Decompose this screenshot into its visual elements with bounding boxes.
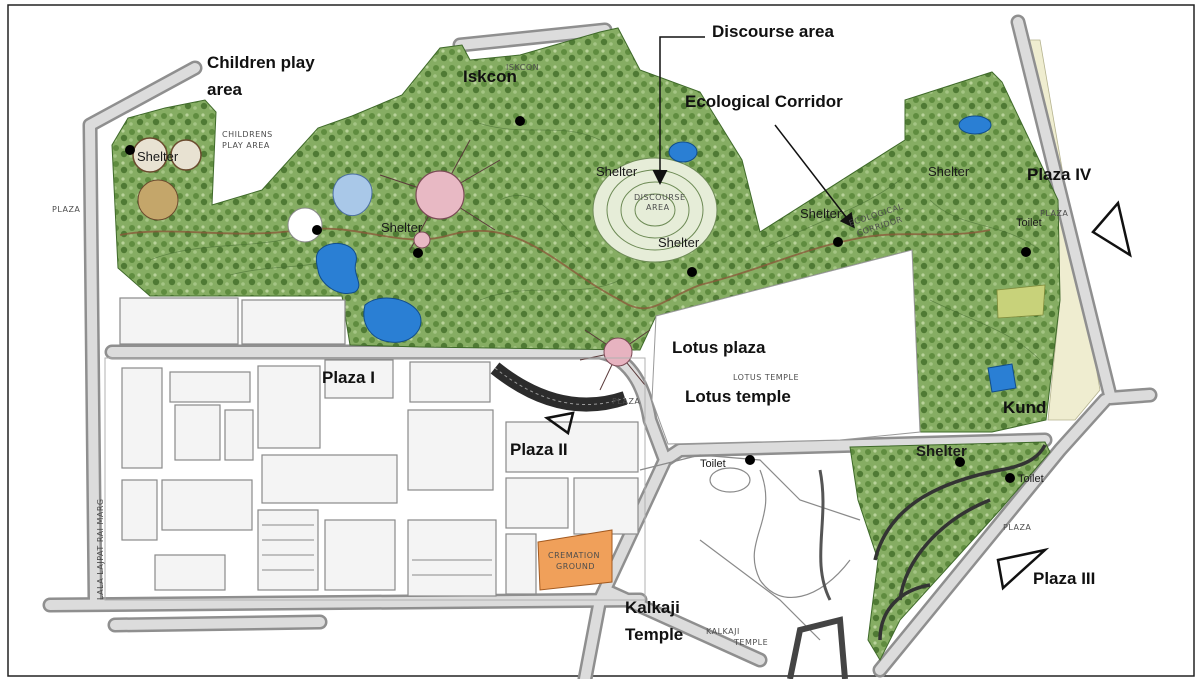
anno-childrens-play-area: CHILDRENS — [222, 130, 273, 139]
toilet-label: Toilet — [1016, 217, 1042, 229]
label-kalkaji-temple: Kalkaji — [625, 598, 680, 617]
label-plaza-iii: Plaza III — [1033, 569, 1095, 588]
anno-discourse-area: DISCOURSE — [634, 193, 686, 202]
shelter-label: Shelter — [800, 206, 842, 221]
shelter-label: Shelter — [658, 235, 700, 250]
toilet-label: Toilet — [700, 458, 726, 470]
urban-block-buildings — [104, 297, 646, 601]
iskcon-plaza — [287, 139, 501, 251]
anno-kalkaji-temple: TEMPLE — [733, 638, 768, 647]
park-green-area — [111, 27, 1061, 433]
shelter-labels: Shelter Shelter Shelter Shelter Shelter … — [137, 149, 970, 460]
open-lawn-patch — [996, 284, 1046, 319]
marker-dot — [745, 455, 755, 465]
anno-road-west: LALA LAJPAT RAI MARG — [96, 498, 105, 600]
pond-east — [958, 115, 992, 135]
label-kalkaji-temple: Temple — [625, 625, 683, 644]
marker-dot — [833, 237, 843, 247]
marker-dot — [312, 225, 322, 235]
marker-dot — [515, 116, 525, 126]
toilet-labels: Toilet Toilet Toilet — [700, 217, 1044, 485]
anno-iskcon: ISKCON — [506, 63, 539, 72]
park-green-area-south — [849, 441, 1051, 662]
label-plaza-ii: Plaza II — [510, 440, 568, 459]
shelter-label: Shelter — [381, 220, 423, 235]
anno-plaza: PLAZA — [1040, 209, 1068, 218]
label-children-play-area: area — [207, 80, 243, 99]
anno-kalkaji-temple: KALKAJI — [706, 627, 740, 636]
anno-discourse-area: AREA — [646, 203, 670, 212]
cremation-ground — [537, 529, 613, 591]
water-bodies — [315, 115, 1017, 393]
label-kund: Kund — [1003, 398, 1046, 417]
kund-pond — [987, 363, 1017, 393]
anno-cremation-ground: GROUND — [556, 562, 595, 571]
label-iskcon: Iskcon — [463, 67, 517, 86]
plaza-iii-triangle-icon — [996, 547, 1050, 591]
anno-plaza: PLAZA — [1003, 523, 1031, 532]
toilet-label: Toilet — [1018, 473, 1044, 485]
ecological-corridor-pointer-arrow — [774, 124, 855, 229]
label-lotus-plaza: Lotus plaza — [672, 338, 766, 357]
label-discourse-area: Discourse area — [712, 22, 834, 41]
plaza-iv-triangle-icon — [1091, 200, 1132, 258]
anno-cremation-ground: CREMATION — [548, 551, 600, 560]
anno-childrens-play-area: PLAY AREA — [222, 141, 270, 150]
pond-discourse — [668, 141, 698, 163]
marker-dot — [955, 457, 965, 467]
shelter-label: Shelter — [596, 164, 638, 179]
anno-lotus-temple: LOTUS TEMPLE — [733, 373, 799, 382]
label-children-play-area: Children play — [207, 53, 315, 72]
marker-dot — [1005, 473, 1015, 483]
location-markers — [125, 116, 1031, 483]
children-play-features — [132, 137, 202, 221]
marker-dot — [125, 145, 135, 155]
anno-plaza: PLAZA — [52, 205, 80, 214]
shelter-label: Shelter — [137, 149, 179, 164]
plaza-ii-triangle-icon — [543, 411, 575, 436]
discourse-area-amphitheatre — [592, 157, 718, 263]
feature-labels: Discourse area Children play area Iskcon… — [207, 22, 1095, 644]
discourse-area-pointer-arrow — [652, 36, 705, 185]
kalkaji-temple-area — [639, 454, 861, 679]
marker-dot — [687, 267, 697, 277]
pond-south — [363, 297, 422, 343]
anno-plaza: PLAZA — [612, 397, 640, 406]
shelter-label: Shelter — [928, 164, 970, 179]
pond-west — [315, 243, 360, 294]
plaza-ii-amphitheatre — [490, 362, 628, 412]
lotus-plaza-feature — [579, 329, 651, 391]
label-plaza-i: Plaza I — [322, 368, 375, 387]
south-park-paths — [873, 444, 1047, 641]
marker-dot — [1021, 247, 1031, 257]
label-plaza-iv: Plaza IV — [1027, 165, 1092, 184]
shelter-label: Shelter — [916, 443, 967, 460]
marker-dot — [413, 248, 423, 258]
label-ecological-corridor: Ecological Corridor — [685, 92, 843, 111]
label-lotus-temple: Lotus temple — [685, 387, 791, 406]
lotus-temple-grounds — [651, 249, 921, 445]
